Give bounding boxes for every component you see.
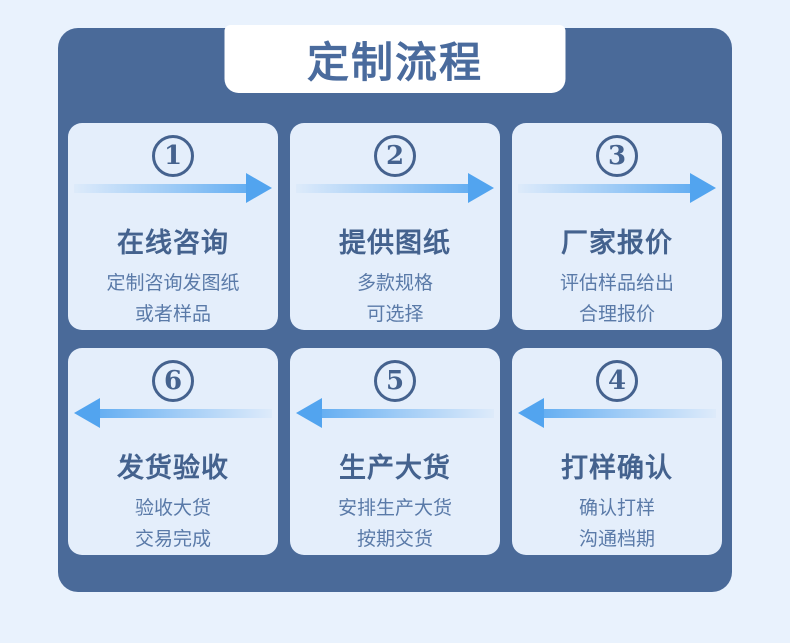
step-desc-line-2: 合理报价 bbox=[578, 303, 655, 325]
step-number: 2 bbox=[385, 141, 405, 171]
arrow-shaft bbox=[74, 183, 246, 193]
step-description: 安排生产大货 按期交货 bbox=[290, 493, 500, 555]
arrow-head bbox=[246, 173, 272, 203]
page-title: 定制流程 bbox=[306, 37, 483, 87]
arrow-shaft bbox=[322, 408, 494, 418]
step-card: 4 打样确认 确认打样 沟通档期 bbox=[512, 348, 722, 555]
step-desc-line-2: 沟通档期 bbox=[578, 528, 655, 550]
step-description: 多款规格 可选择 bbox=[290, 268, 500, 330]
step-desc-line-1: 确认打样 bbox=[578, 497, 655, 519]
step-description: 确认打样 沟通档期 bbox=[512, 493, 722, 555]
step-desc-line-2: 可选择 bbox=[366, 303, 424, 325]
step-card: 3 厂家报价 评估样品给出 合理报价 bbox=[512, 123, 722, 330]
step-desc-line-2: 按期交货 bbox=[356, 528, 433, 550]
step-number: 1 bbox=[163, 141, 183, 171]
step-number: 4 bbox=[607, 366, 627, 396]
flow-arrow-icon bbox=[518, 173, 716, 203]
arrow-head bbox=[690, 173, 716, 203]
title-banner: 定制流程 bbox=[224, 25, 566, 93]
step-number-badge: 2 bbox=[374, 135, 416, 177]
step-desc-line-1: 定制咨询发图纸 bbox=[106, 272, 240, 294]
arrow-head bbox=[468, 173, 494, 203]
step-card: 2 提供图纸 多款规格 可选择 bbox=[290, 123, 500, 330]
step-number-badge: 4 bbox=[596, 360, 638, 402]
step-desc-line-2: 交易完成 bbox=[134, 528, 211, 550]
step-number: 3 bbox=[607, 141, 627, 171]
step-card: 1 在线咨询 定制咨询发图纸 或者样品 bbox=[68, 123, 278, 330]
arrow-shaft bbox=[296, 183, 468, 193]
step-desc-line-2: 或者样品 bbox=[134, 303, 211, 325]
step-number-badge: 5 bbox=[374, 360, 416, 402]
step-desc-line-1: 评估样品给出 bbox=[559, 272, 674, 294]
step-card: 5 生产大货 安排生产大货 按期交货 bbox=[290, 348, 500, 555]
step-description: 评估样品给出 合理报价 bbox=[512, 268, 722, 330]
step-number-badge: 1 bbox=[152, 135, 194, 177]
step-desc-line-1: 安排生产大货 bbox=[337, 497, 452, 519]
flow-arrow-icon bbox=[74, 398, 272, 428]
flow-arrow-icon bbox=[296, 398, 494, 428]
step-number: 5 bbox=[385, 366, 405, 396]
arrow-head bbox=[74, 398, 100, 428]
step-desc-line-1: 验收大货 bbox=[134, 497, 211, 519]
step-title: 打样确认 bbox=[561, 453, 673, 484]
flow-arrow-icon bbox=[296, 173, 494, 203]
process-panel: 定制流程 1 在线咨询 定制咨询发图纸 或者样品 2 提供图纸 多款规格 可选择 bbox=[58, 25, 732, 592]
flow-arrow-icon bbox=[518, 398, 716, 428]
steps-grid: 1 在线咨询 定制咨询发图纸 或者样品 2 提供图纸 多款规格 可选择 3 bbox=[68, 123, 722, 555]
arrow-head bbox=[296, 398, 322, 428]
step-card: 6 发货验收 验收大货 交易完成 bbox=[68, 348, 278, 555]
flow-arrow-icon bbox=[74, 173, 272, 203]
step-title: 发货验收 bbox=[117, 453, 229, 484]
step-title: 生产大货 bbox=[339, 453, 451, 484]
step-description: 定制咨询发图纸 或者样品 bbox=[68, 268, 278, 330]
arrow-head bbox=[518, 398, 544, 428]
arrow-shaft bbox=[544, 408, 716, 418]
step-number: 6 bbox=[163, 366, 183, 396]
arrow-shaft bbox=[518, 183, 690, 193]
arrow-shaft bbox=[100, 408, 272, 418]
step-description: 验收大货 交易完成 bbox=[68, 493, 278, 555]
step-title: 厂家报价 bbox=[561, 228, 673, 259]
step-number-badge: 6 bbox=[152, 360, 194, 402]
step-title: 提供图纸 bbox=[339, 228, 451, 259]
step-title: 在线咨询 bbox=[117, 228, 229, 259]
step-number-badge: 3 bbox=[596, 135, 638, 177]
step-desc-line-1: 多款规格 bbox=[356, 272, 433, 294]
